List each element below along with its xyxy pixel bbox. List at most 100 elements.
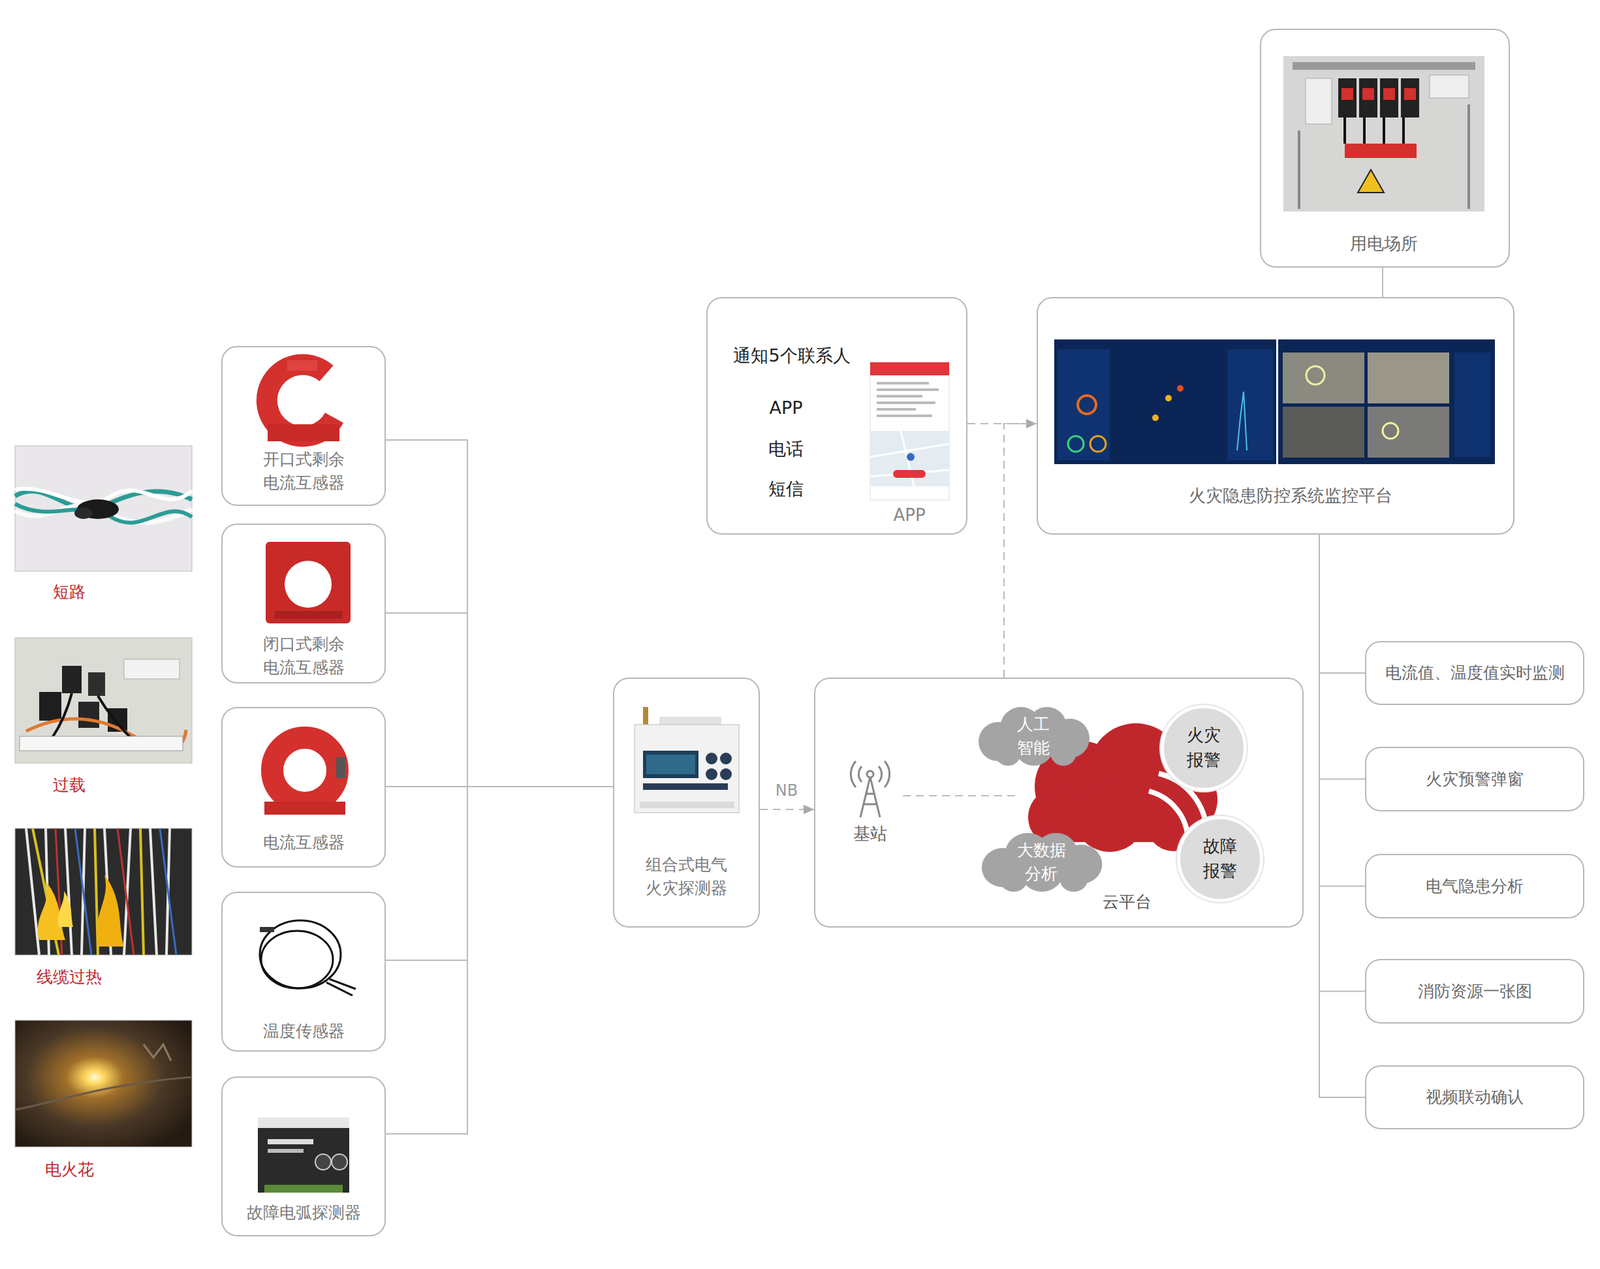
platform-screenshots-part bbox=[1454, 352, 1491, 457]
electric-site-photo-part bbox=[1292, 62, 1476, 70]
notify-box: 通知5个联系人APP电话短信APP bbox=[706, 297, 968, 535]
arc-detector-icon-part bbox=[257, 1117, 350, 1129]
overload-photo-part bbox=[62, 665, 82, 694]
platform-box: 火灾隐患防控系统监控平台 bbox=[1036, 297, 1515, 535]
base-station-icon-part bbox=[858, 766, 882, 783]
app-screenshot-part bbox=[870, 430, 950, 487]
ct-icon bbox=[264, 737, 346, 815]
cable-overheat-photo-part bbox=[58, 891, 74, 927]
edge-label: NB bbox=[772, 781, 801, 800]
cloud-bubble: 大数据 分析 bbox=[974, 831, 1108, 894]
detector-device-part bbox=[639, 801, 735, 809]
closed-ct-icon-part bbox=[284, 560, 332, 608]
platform-screenshots bbox=[1054, 339, 1495, 465]
app-screenshot-part bbox=[870, 362, 950, 501]
detector-box: 组合式电气 火灾探测器 bbox=[612, 677, 760, 928]
electric-site-photo-part bbox=[1359, 78, 1378, 118]
arrowhead bbox=[803, 804, 815, 815]
open-ct-icon-part bbox=[267, 424, 340, 442]
arc-detector-icon-part bbox=[315, 1154, 331, 1170]
node-text: 消防资源一张图 bbox=[1417, 979, 1533, 1004]
sensor-box: 闭口式剩余 电流互感器 bbox=[221, 523, 386, 684]
connector bbox=[1319, 534, 1365, 887]
detector-device-part bbox=[643, 706, 649, 727]
platform-screenshots-part bbox=[1282, 406, 1365, 458]
cloud-bubble: 人工 智能 bbox=[972, 705, 1095, 768]
overload-photo-part bbox=[124, 659, 180, 679]
electric-site-photo-part bbox=[1299, 104, 1469, 209]
spark-photo bbox=[15, 1020, 192, 1147]
node-text: 火灾隐患防控系统监控平台 bbox=[1188, 483, 1393, 509]
platform-screenshots-part bbox=[1367, 352, 1450, 404]
app-screenshot-part bbox=[870, 362, 950, 376]
app-screenshot-part bbox=[876, 388, 939, 392]
base-station-icon-part bbox=[860, 776, 880, 818]
platform-screenshots-part bbox=[1382, 423, 1399, 439]
app-screenshot-part bbox=[876, 394, 923, 398]
closed-ct-icon-part bbox=[274, 611, 343, 619]
electric-site-photo-part bbox=[1429, 75, 1469, 98]
feature-box: 消防资源一张图 bbox=[1364, 958, 1585, 1024]
sensor-box: 开口式剩余 电流互感器 bbox=[221, 345, 386, 506]
feature-box: 火灾预警弹窗 bbox=[1364, 746, 1585, 812]
electric-site-photo-part bbox=[1400, 78, 1420, 118]
connector bbox=[1381, 267, 1384, 298]
platform-screenshots-part bbox=[1165, 394, 1172, 402]
cable-overheat-photo-part bbox=[26, 828, 170, 956]
cable-overheat-photo-part bbox=[15, 828, 192, 956]
connector bbox=[385, 786, 613, 961]
short-circuit-photo-part bbox=[15, 445, 192, 572]
arc-detector-icon-part bbox=[257, 1117, 350, 1193]
overload-photo-part bbox=[19, 736, 183, 751]
platform-screenshots-part bbox=[1176, 385, 1184, 392]
detector-device-part bbox=[705, 768, 718, 781]
node-text: 电气隐患分析 bbox=[1425, 874, 1524, 899]
detector-device-part bbox=[646, 754, 696, 775]
overload-photo-part bbox=[52, 693, 72, 738]
app-screenshot-part bbox=[876, 401, 936, 405]
caption-label: 基站 bbox=[850, 822, 890, 846]
node-text: 火灾预警弹窗 bbox=[1425, 767, 1524, 792]
temperature-sensor-icon-part bbox=[326, 979, 356, 996]
detector-device-part bbox=[720, 752, 732, 765]
app-screenshot-part bbox=[906, 453, 915, 461]
connector bbox=[1319, 534, 1365, 992]
cloud-platform-box: 云平台 人工 智能 火灾 报警大数据 分析 故障 报警 bbox=[814, 677, 1304, 928]
app-screenshot-part bbox=[893, 470, 926, 478]
spark-photo-part bbox=[143, 1044, 172, 1061]
electric-site-photo-part bbox=[1341, 88, 1354, 100]
node-text: 云平台 bbox=[1102, 890, 1152, 914]
closed-ct-icon bbox=[265, 541, 351, 624]
cloud-shape-part bbox=[999, 865, 1028, 892]
cable-overheat-photo bbox=[15, 828, 192, 956]
electric-site-photo-part bbox=[1305, 78, 1332, 125]
platform-screenshots-part bbox=[1152, 414, 1159, 422]
platform-screenshots-part bbox=[1237, 391, 1247, 451]
site-box: 用电场所 bbox=[1259, 28, 1510, 268]
open-ct-icon-part bbox=[287, 360, 318, 371]
closed-ct-icon-part bbox=[265, 541, 351, 624]
node-text: 大数据 分析 bbox=[1011, 838, 1071, 887]
ct-icon-part bbox=[336, 757, 346, 779]
electric-site-photo-part bbox=[1283, 56, 1485, 212]
app-screenshot bbox=[870, 362, 950, 501]
node-text: 火灾 报警 bbox=[1181, 723, 1226, 773]
electric-site-photo-part bbox=[1344, 117, 1404, 144]
electric-site-photo-part bbox=[1338, 78, 1357, 118]
ct-icon-part bbox=[264, 801, 346, 815]
ct-icon-part bbox=[272, 737, 338, 803]
spark-photo-part bbox=[15, 1020, 192, 1147]
temperature-sensor-icon bbox=[259, 920, 356, 996]
node-text: 通知5个联系人 bbox=[733, 342, 850, 369]
platform-screenshots-part bbox=[1054, 339, 1277, 465]
node-text: 短信 bbox=[768, 475, 804, 502]
node-text: 故障 报警 bbox=[1197, 834, 1243, 884]
cloud-shape-part bbox=[1059, 865, 1088, 892]
temperature-sensor-icon-part bbox=[261, 930, 333, 989]
cable-overheat-photo-part bbox=[96, 874, 125, 947]
node-text: 电流值、温度值实时监测 bbox=[1385, 661, 1565, 685]
node-text: APP bbox=[893, 503, 926, 529]
node-text: 温度传感器 bbox=[263, 1019, 345, 1044]
